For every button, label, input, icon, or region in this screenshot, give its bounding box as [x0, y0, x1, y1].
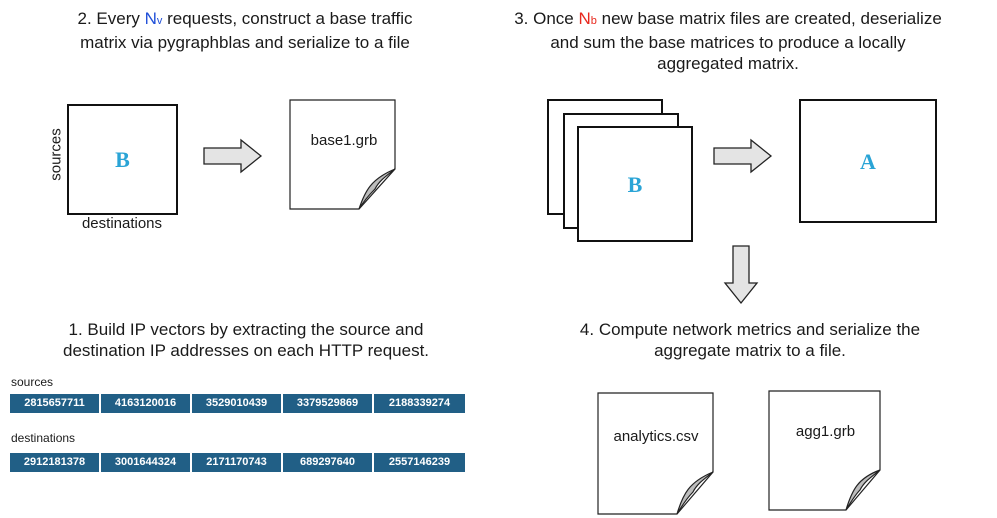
sources-cell: 3379529869	[283, 394, 374, 413]
destinations-axis-label: destinations	[81, 215, 163, 232]
step4-text: 4. Compute network metrics and serialize…	[535, 319, 965, 361]
sources-cell: 3529010439	[192, 394, 283, 413]
step3-text: 3. Once Nb new base matrix files are cre…	[478, 8, 978, 74]
arrow-right-icon	[713, 138, 773, 174]
nb-symbol: Nb	[578, 9, 597, 28]
stack-b-front: B	[577, 126, 693, 242]
step1-line2: destination IP addresses on each HTTP re…	[62, 341, 430, 360]
arrow-right-icon	[203, 138, 263, 174]
file-agg1-label: agg1.grb	[795, 423, 856, 440]
destinations-cell: 689297640	[283, 453, 374, 472]
step3-line2: and sum the base matrices to produce a l…	[550, 33, 906, 52]
step1-line1: 1. Build IP vectors by extracting the so…	[68, 320, 424, 339]
arrow-down-icon	[723, 245, 759, 305]
step2-line1: 2. Every Nv requests, construct a base t…	[77, 9, 413, 28]
destinations-cell: 2912181378	[10, 453, 101, 472]
destinations-cell: 3001644324	[101, 453, 192, 472]
nv-symbol: Nv	[144, 9, 163, 28]
matrix-b: B	[67, 104, 178, 215]
file-base1-icon	[289, 99, 396, 210]
step3-line1: 3. Once Nb new base matrix files are cre…	[514, 9, 942, 28]
file-base1-label: base1.grb	[310, 132, 378, 149]
destinations-vector: 2912181378 3001644324 2171170743 6892976…	[10, 453, 465, 472]
matrix-a-letter: A	[860, 149, 876, 174]
destinations-cell: 2171170743	[192, 453, 283, 472]
step2-line2: matrix via pygraphblas and serialize to …	[80, 33, 410, 52]
stack-b-letter: B	[627, 172, 643, 197]
sources-vector: 2815657711 4163120016 3529010439 3379529…	[10, 394, 465, 413]
sources-cell: 4163120016	[101, 394, 192, 413]
sources-cell: 2188339274	[374, 394, 465, 413]
step2-text: 2. Every Nv requests, construct a base t…	[10, 8, 480, 53]
matrix-a: A	[799, 99, 937, 223]
sources-cell: 2815657711	[10, 394, 101, 413]
step1-text: 1. Build IP vectors by extracting the so…	[0, 319, 492, 361]
file-analytics-label: analytics.csv	[613, 428, 699, 445]
file-agg1-icon	[768, 390, 881, 511]
sources-vector-label: sources	[11, 375, 54, 389]
matrix-b-letter: B	[115, 147, 130, 172]
step4-line2: aggregate matrix to a file.	[654, 341, 846, 360]
step4-line1: 4. Compute network metrics and serialize…	[579, 320, 921, 339]
file-analytics-icon	[597, 392, 714, 515]
destinations-cell: 2557146239	[374, 453, 465, 472]
sources-axis-label: sources	[47, 128, 65, 181]
destinations-vector-label: destinations	[11, 431, 76, 445]
step3-line3: aggregated matrix.	[657, 54, 799, 73]
